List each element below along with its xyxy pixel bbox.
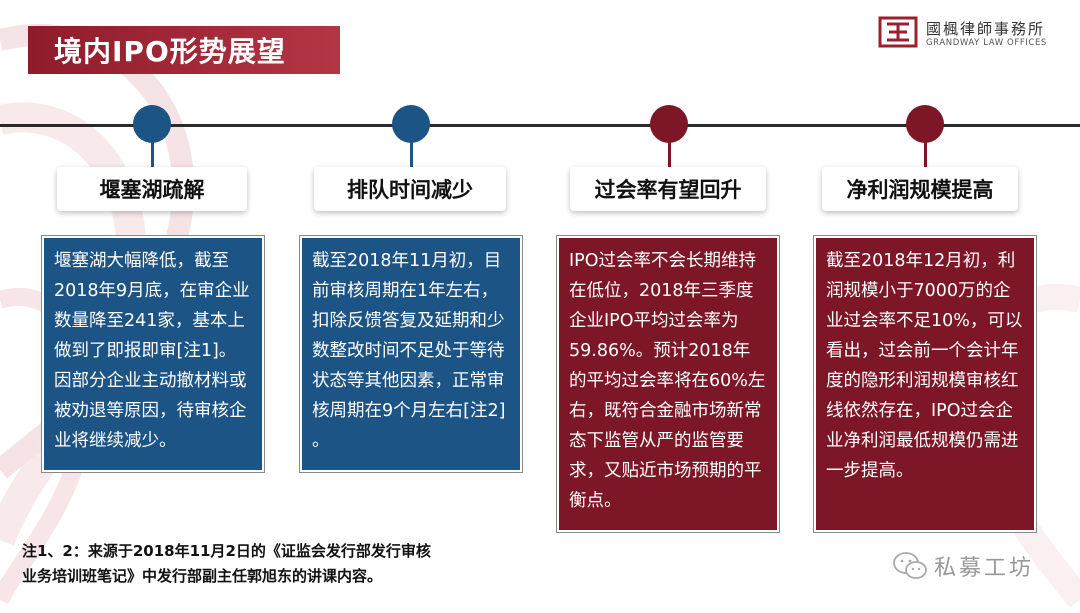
firm-logo: 國楓律師事務所 GRANDWAY LAW OFFICES — [878, 16, 1068, 52]
firm-name-cn: 國楓律師事務所 — [926, 20, 1046, 38]
heading-card-4: 净利润规模提高 — [822, 167, 1018, 211]
timeline-stem-1 — [151, 140, 154, 168]
content-box-4: 截至2018年12月初，利润规模小于7000万的企业过会率不足10%，可以看出，… — [813, 235, 1037, 533]
timeline-line — [0, 124, 1080, 127]
timeline-node-1 — [133, 105, 171, 143]
timeline-node-2 — [392, 105, 430, 143]
footnote-line-1: 注1、2：来源于2018年11月2日的《证监会发行部发行审核 — [22, 542, 431, 560]
wechat-icon — [893, 552, 927, 579]
content-box-3: IPO过会率不会长期维持在低位，2018年三季度企业IPO平均过会率为59.86… — [556, 235, 780, 533]
timeline-stem-3 — [668, 140, 671, 168]
footnote-line-2: 业务培训班笔记》中发行部副主任郭旭东的讲课内容。 — [22, 567, 383, 585]
content-box-1: 堰塞湖大幅降低，截至2018年9月底，在审企业数量降至241家，基本上做到了即报… — [41, 235, 265, 473]
firm-name-en: GRANDWAY LAW OFFICES — [926, 38, 1047, 48]
heading-card-3: 过会率有望回升 — [570, 167, 766, 211]
timeline-stem-4 — [924, 140, 927, 168]
heading-card-2: 排队时间减少 — [314, 167, 506, 211]
wechat-watermark: 私募工坊 — [892, 548, 1034, 584]
firm-logo-icon — [878, 16, 918, 48]
timeline-node-3 — [650, 105, 688, 143]
timeline-stem-2 — [410, 140, 413, 168]
content-box-2: 截至2018年11月初，目前审核周期在1年左右，扣除反馈答复及延期和少数整改时间… — [299, 235, 523, 473]
timeline-node-4 — [906, 105, 944, 143]
slide-title: 境内IPO形势展望 — [28, 26, 340, 74]
footnote: 注1、2：来源于2018年11月2日的《证监会发行部发行审核 业务培训班笔记》中… — [22, 539, 542, 589]
watermark-text: 私募工坊 — [934, 556, 1035, 581]
heading-card-1: 堰塞湖疏解 — [57, 167, 247, 211]
